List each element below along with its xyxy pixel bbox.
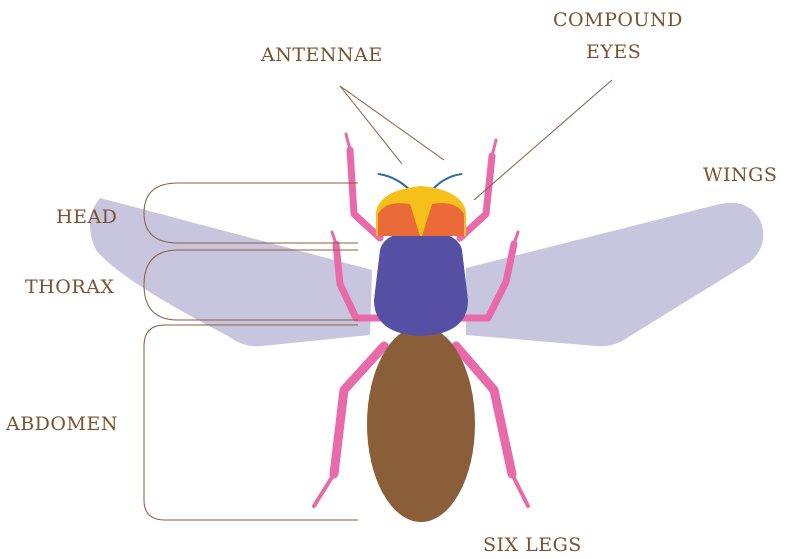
antennae-label: ANTENNAE [261, 44, 383, 66]
abdomen-bracket [144, 325, 358, 520]
abdomen-label: ABDOMEN [6, 413, 118, 435]
leg-mid-right-tarsus [514, 232, 518, 244]
leg-front-right-tarsus [492, 140, 496, 156]
left-antenna [378, 174, 410, 190]
right-antenna [432, 174, 462, 190]
wings-label: WINGS [703, 164, 777, 186]
antennae-leader-right [340, 86, 444, 160]
leg-front-left [350, 150, 380, 238]
leg-hind-left-tarsus [314, 474, 334, 506]
thorax [374, 230, 468, 336]
left-wing [90, 198, 372, 346]
thorax-label: THORAX [25, 276, 114, 298]
compound-eyes-label-line2: EYES [586, 41, 641, 63]
head-label: HEAD [56, 206, 117, 228]
six-legs-label: SIX LEGS [483, 534, 582, 556]
leg-front-left-tarsus [346, 134, 350, 150]
leg-hind-right-tarsus [512, 474, 528, 506]
compound-eyes-label-line1: COMPOUND [553, 9, 683, 31]
leg-mid-left-tarsus [332, 232, 336, 244]
abdomen [367, 326, 475, 522]
